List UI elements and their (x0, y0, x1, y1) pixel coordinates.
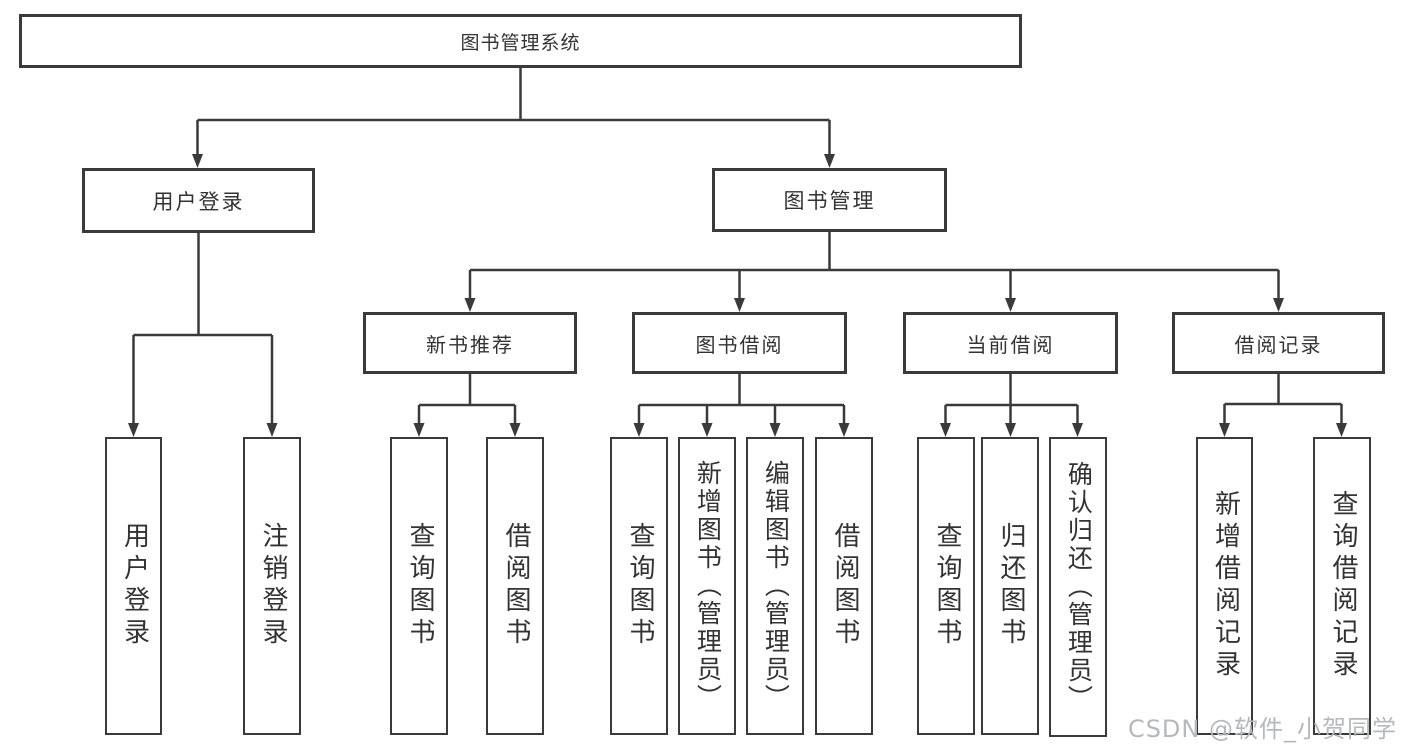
leaf-query-books-borrowing: 查询图书 (610, 437, 668, 735)
leaf-borrow-books-recommend: 借阅图书 (486, 437, 544, 735)
arrowhead (633, 423, 645, 437)
leaf-confirm-return-admin: 确认归还（管理员） (1049, 437, 1107, 737)
node-label: 查询图书 (404, 522, 435, 650)
connector-borrowing-records (1223, 374, 1343, 425)
connector-book-borrowing (637, 374, 846, 425)
node-label: 确认归还（管理员） (1064, 461, 1094, 713)
node-label: 归还图书 (995, 522, 1026, 650)
arrowheads (128, 154, 1347, 437)
leaf-borrow-books-borrowing: 借阅图书 (815, 437, 873, 735)
node-root: 图书管理系统 (19, 14, 1022, 68)
arrowhead (1273, 298, 1284, 312)
arrowhead (128, 423, 139, 437)
node-label: 图书借阅 (695, 332, 784, 357)
node-label: 查询图书 (931, 522, 962, 650)
arrowhead (509, 423, 521, 437)
node-label: 新增图书（管理员） (693, 460, 723, 712)
connector-root (196, 68, 831, 156)
arrowhead (1005, 298, 1016, 312)
node-label: 用户登录 (119, 522, 150, 650)
leaf-return-books: 归还图书 (981, 437, 1039, 735)
arrowhead (940, 423, 951, 437)
leaf-logout-login: 注销登录 (243, 437, 301, 735)
connector-user-login (132, 233, 274, 425)
node-label: 新增借阅记录 (1210, 490, 1241, 682)
node-label: 新书推荐 (426, 332, 514, 357)
node-label: 查询借阅记录 (1327, 490, 1358, 682)
arrowhead (769, 423, 781, 437)
node-label: 注销登录 (257, 522, 288, 650)
arrowhead (734, 298, 745, 312)
arrowhead (464, 298, 476, 312)
node-label: 图书管理系统 (460, 31, 581, 54)
arrowhead (266, 423, 278, 437)
leaf-edit-books-admin: 编辑图书（管理员） (746, 437, 804, 735)
node-borrowing-records: 借阅记录 (1172, 312, 1385, 374)
csdn-watermark: CSDN @软件_小贺同学 (1127, 715, 1397, 743)
node-label: 查询图书 (624, 522, 655, 650)
node-book-management: 图书管理 (712, 168, 947, 232)
arrowhead (413, 423, 425, 437)
node-label: 当前借阅 (966, 332, 1055, 357)
node-book-borrowing: 图书借阅 (632, 312, 847, 374)
arrowhead (838, 423, 850, 437)
arrowhead (1072, 423, 1083, 437)
leaf-query-borrow-record: 查询借阅记录 (1313, 437, 1371, 735)
node-label: 借阅图书 (500, 522, 531, 650)
node-new-book-recommend: 新书推荐 (363, 312, 577, 374)
arrowhead (1336, 423, 1347, 437)
node-user-login: 用户登录 (82, 168, 315, 233)
node-label: 图书管理 (783, 189, 876, 213)
connector-new-book-recommend (417, 374, 517, 425)
leaf-add-borrow-record: 新增借阅记录 (1196, 437, 1253, 735)
leaf-add-books-admin: 新增图书（管理员） (678, 437, 736, 735)
node-label: 用户登录 (152, 189, 245, 214)
arrowhead (824, 154, 835, 168)
arrowhead (701, 423, 713, 437)
connector-book-management (468, 232, 1280, 300)
node-label: 借阅图书 (829, 522, 860, 650)
connector-current-borrowing (944, 374, 1079, 425)
arrowhead (1219, 423, 1230, 437)
node-label: 借阅记录 (1234, 332, 1323, 357)
arrowhead (1005, 423, 1016, 437)
node-label: 编辑图书（管理员） (761, 460, 791, 712)
leaf-user-login: 用户登录 (105, 437, 162, 735)
leaf-query-books-recommend: 查询图书 (390, 437, 448, 735)
arrowhead (192, 154, 203, 168)
leaf-query-books-current: 查询图书 (917, 437, 975, 735)
node-current-borrowing: 当前借阅 (903, 312, 1118, 374)
